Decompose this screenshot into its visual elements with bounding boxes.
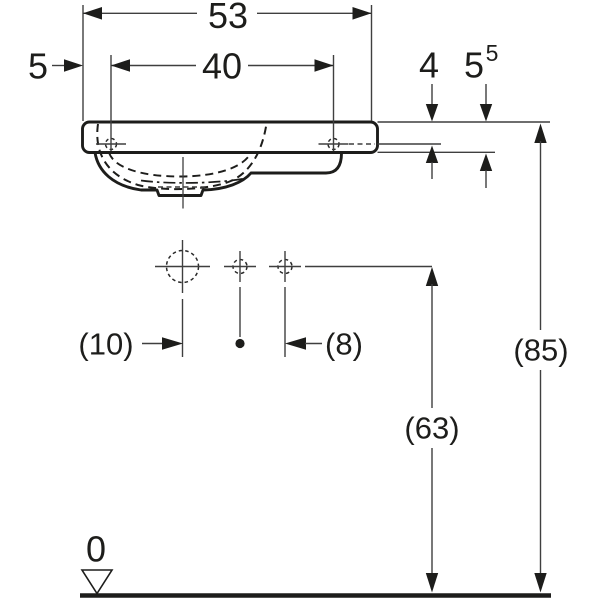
dimension-label-rim-height: (85) (513, 333, 568, 368)
arrowhead-up-icon (479, 153, 493, 171)
arrowhead-right-icon (64, 59, 83, 72)
dimension-label-supply-height: (63) (404, 411, 459, 446)
arrowhead-left-icon (285, 337, 306, 350)
reference-dot-icon (235, 338, 245, 349)
arrowhead-down-icon (425, 573, 439, 593)
dimension-rim-to-edge-5-5: 5 5 (464, 40, 498, 188)
bowl-bottom-centerline (140, 177, 246, 184)
arrowhead-up-icon (425, 145, 439, 163)
supply-connection-right-symbol (269, 251, 301, 357)
dimension-label-taphole-width: 40 (202, 46, 242, 87)
arrowhead-left-icon (111, 59, 130, 72)
basin-underside-outline (93, 151, 343, 197)
dimension-label-drain-offset: (10) (78, 327, 133, 362)
arrowhead-down-icon (534, 573, 547, 593)
floor-datum: 0 (80, 529, 551, 598)
dimension-left-offset-5: 5 (28, 46, 83, 87)
dimension-total-width-53: 53 (82, 0, 373, 121)
arrowhead-up-icon (425, 267, 439, 286)
dimension-label-total-width: 53 (208, 0, 248, 36)
arrowhead-right-icon (162, 337, 183, 350)
dimension-drain-offset-10: (10) (78, 327, 183, 362)
arrowhead-right-icon (352, 7, 372, 20)
datum-triangle-icon (80, 569, 114, 595)
dimension-rim-height-85: (85) (513, 123, 569, 593)
arrowhead-right-icon (314, 59, 334, 72)
dimension-rim-to-holes-4: 4 (419, 45, 439, 179)
dimension-label-left-offset: 5 (28, 46, 48, 87)
dimension-supply-spacing-8: (8) (285, 327, 363, 362)
dimension-supply-height-63: (63) (404, 267, 460, 593)
supply-connection-left-symbol (224, 251, 256, 349)
dimension-label-supply-spacing: (8) (325, 327, 363, 362)
dimension-label-edge-superscript: 5 (486, 40, 499, 66)
dimension-taphole-width-40: 40 (110, 46, 335, 151)
washbasin-front-view (81, 120, 379, 209)
bowl-inner-hidden-outline (108, 152, 252, 178)
arrowhead-left-icon (83, 7, 102, 20)
washbasin-rim (81, 120, 379, 154)
arrowhead-up-icon (534, 123, 547, 143)
drain-connection-symbol (155, 240, 210, 357)
arrowhead-down-icon (479, 104, 493, 122)
dimension-label-rim-to-holes: 4 (419, 45, 439, 86)
bowl-hidden-outline (96, 123, 268, 191)
floor-level-label: 0 (86, 529, 106, 570)
arrowhead-down-icon (425, 104, 439, 122)
dimension-label-edge-main: 5 (464, 45, 484, 86)
extension-lines-right (349, 121, 550, 154)
